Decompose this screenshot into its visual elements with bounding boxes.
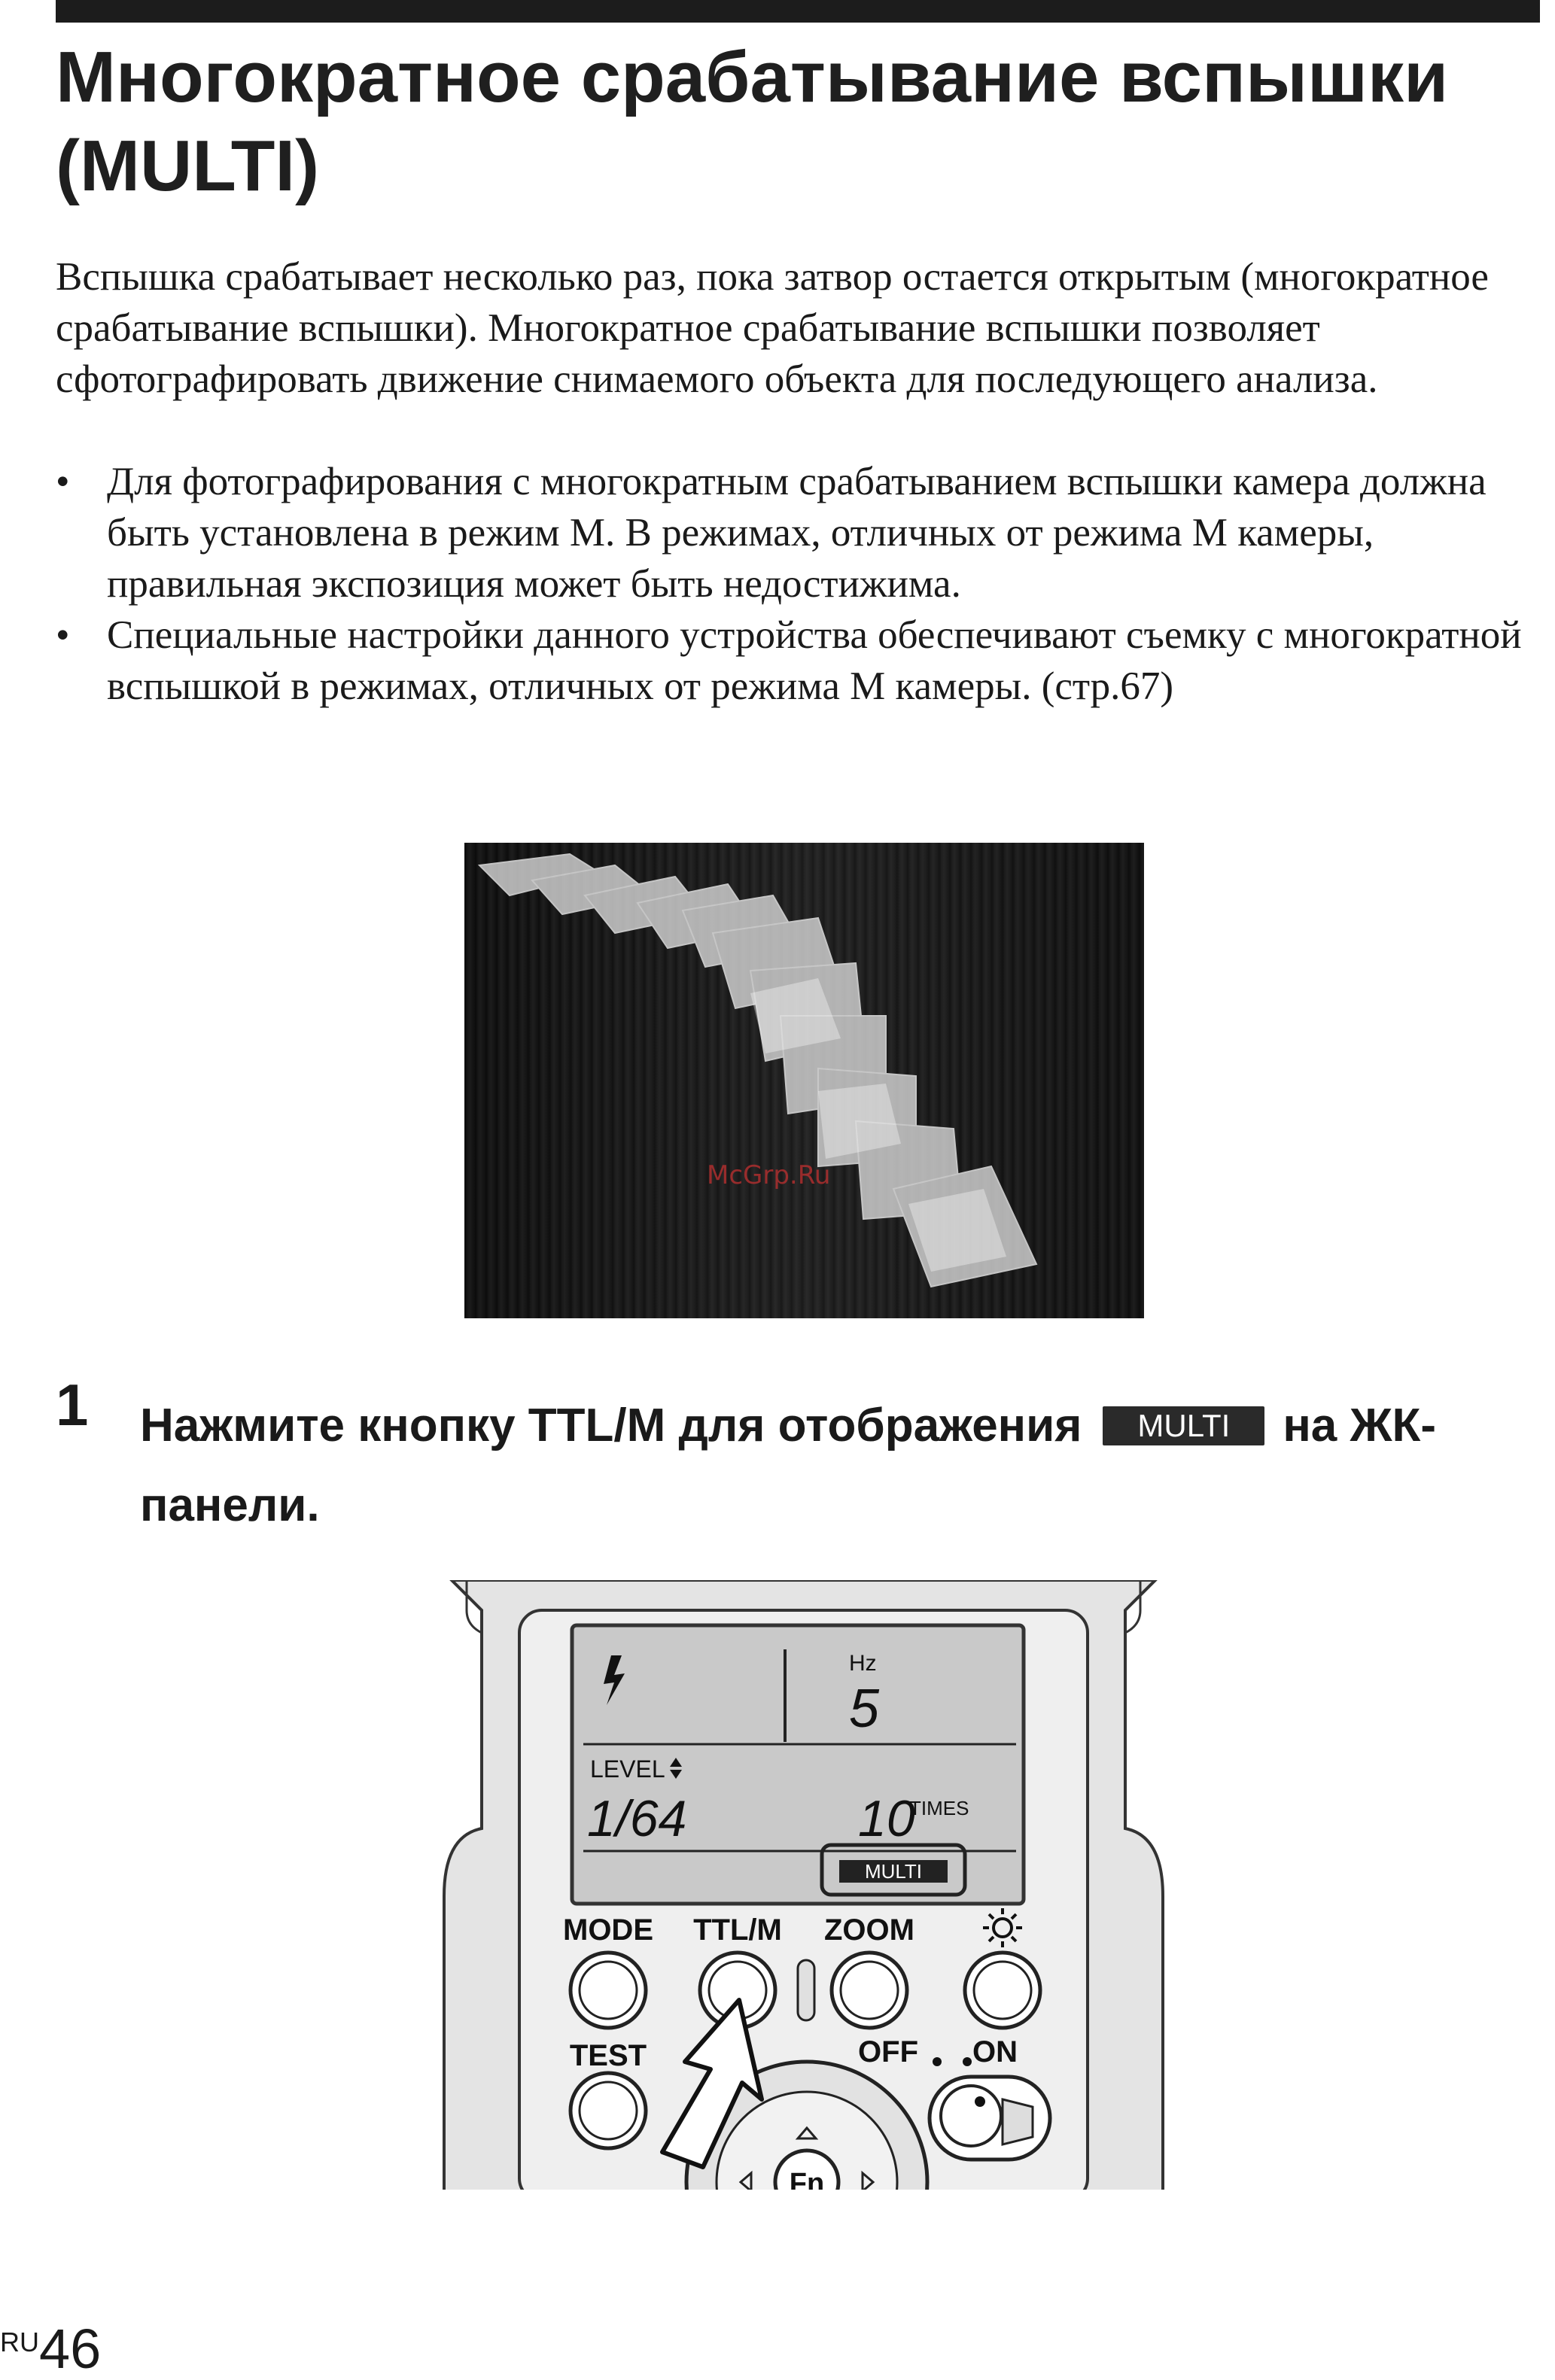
lcd-times-label: TIMES [909, 1797, 969, 1819]
multi-badge: MULTI [1103, 1406, 1265, 1445]
bullet-list: • Для фотографирования с многократным сра… [56, 456, 1531, 712]
power-switch[interactable] [927, 2075, 1052, 2162]
off-label: OFF [858, 2035, 918, 2068]
lcd-hz-value: 5 [849, 1679, 880, 1739]
zoom-label: ZOOM [824, 1913, 914, 1947]
bullet-symbol: • [56, 460, 70, 503]
flash-unit-illustration: Hz 5 LEVEL 1/64 10 TIMES MULTI MODE TTL/… [437, 1579, 1170, 2305]
page-title: Многократное срабатывание вспышки (MULTI… [56, 37, 1449, 206]
lcd-multi-badge [839, 1860, 948, 1883]
lcd-hz-label: Hz [849, 1651, 877, 1676]
indicator-lamp [796, 1959, 816, 2022]
bullet-text: Для фотографирования с многократным сраб… [107, 460, 1487, 606]
bullet-symbol: • [56, 613, 70, 657]
level-updown-icon [670, 1758, 682, 1779]
mode-label: MODE [563, 1913, 653, 1947]
light-icon [983, 1908, 1022, 1947]
multi-highlight [820, 1843, 967, 1897]
watermark-text: McGrp.Ru [707, 1160, 831, 1190]
footer-lang: RU [0, 2327, 39, 2357]
lcd-times-value: 10 [858, 1790, 915, 1847]
step-instruction: Нажмите кнопку TTL/M для отображения MULT… [140, 1386, 1540, 1546]
step-text-before: Нажмите кнопку TTL/M для отображения [140, 1400, 1082, 1451]
flash-icon [604, 1655, 625, 1705]
lcd-level-label: LEVEL [590, 1755, 665, 1783]
ttlm-label: TTL/M [693, 1913, 782, 1947]
pointer-arrow-icon [660, 1998, 764, 2169]
test-label: TEST [570, 2039, 647, 2072]
step-text-after: на ЖК-панели. [140, 1400, 1436, 1531]
step-number: 1 [56, 1372, 89, 1438]
paper-plane-sequence-image [464, 843, 1144, 1318]
top-rule [56, 0, 1540, 23]
lcd-multi-text: MULTI [865, 1860, 922, 1883]
bullet-item: • Для фотографирования с многократным сра… [56, 456, 1531, 609]
bullet-item: • Специальные настройки данного устройств… [56, 609, 1531, 712]
page-number: 46 [39, 2318, 102, 2380]
intro-paragraph: Вспышка срабатывает несколько раз, пока … [56, 255, 1489, 401]
multi-flash-photo: McGrp.Ru [464, 843, 1144, 1318]
page-footer: RU46 [0, 2321, 101, 2377]
lcd-screen [570, 1623, 1026, 1906]
bullet-text: Специальные настройки данного устройства… [107, 613, 1522, 708]
on-label: ON [972, 2035, 1018, 2068]
lcd-level-value: 1/64 [587, 1790, 686, 1847]
